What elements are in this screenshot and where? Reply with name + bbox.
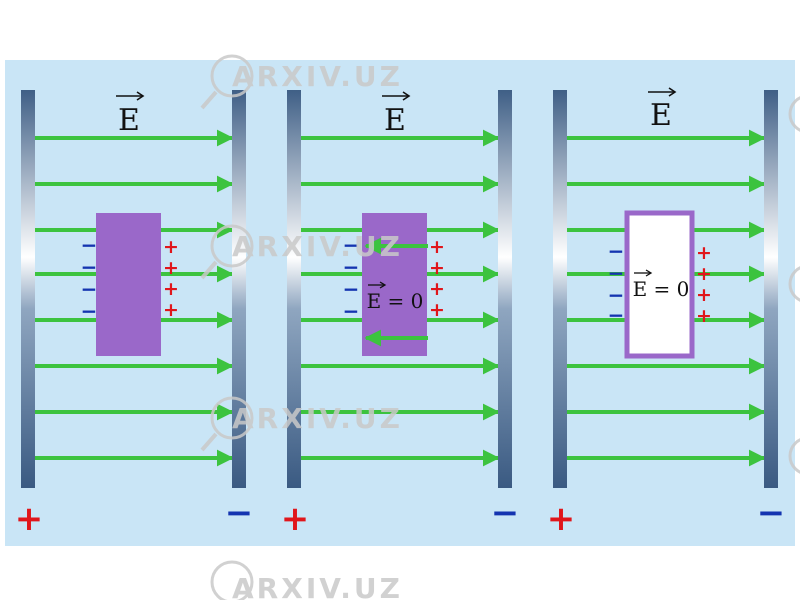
watermark-magnifier-handle <box>200 90 218 110</box>
positive-charge: + <box>163 299 179 321</box>
vector-arrow-head <box>645 269 653 277</box>
positive-charge: + <box>163 257 179 279</box>
vector-arrow-head <box>402 91 411 101</box>
field-label: E <box>382 91 411 138</box>
watermark: ARXIV.UZ <box>210 560 403 600</box>
watermark: ARXIV.UZ <box>200 396 403 452</box>
minus-sign: − <box>225 493 254 533</box>
watermark-magnifier-handle <box>200 260 218 280</box>
positive-charge: + <box>429 257 445 279</box>
negative-charge: − <box>608 283 625 307</box>
negative-charge: − <box>81 255 98 279</box>
watermark-text: ARXIV.UZ <box>232 572 403 600</box>
watermark: ARXIV.UZ <box>200 54 403 110</box>
positive-charge: + <box>163 236 179 258</box>
watermark-edge-marks <box>788 96 800 474</box>
watermark-magnifier-icon <box>210 224 254 268</box>
negative-charge: − <box>343 299 360 323</box>
negative-charge: − <box>81 277 98 301</box>
negative-charge: − <box>81 233 98 257</box>
plus-sign: + <box>547 499 576 539</box>
negative-plate <box>232 90 246 488</box>
negative-plate <box>764 90 778 488</box>
field-label: E <box>116 91 145 138</box>
panel-induced-field: E E = 0 − − − − + + + + + − <box>281 90 520 539</box>
positive-charge: + <box>429 236 445 258</box>
induced-negative-charges: − − − − <box>608 239 625 327</box>
induced-positive-charges: + + + + <box>696 242 712 327</box>
watermark-magnifier-icon <box>210 396 254 440</box>
watermark-text: ARXIV.UZ <box>232 60 403 93</box>
inner-field-label: E = 0 <box>633 269 690 301</box>
watermarks: ARXIV.UZ ARXIV.UZ ARXIV.UZ ARXIV.UZ <box>200 54 800 600</box>
inner-field-label-text: E = 0 <box>633 277 690 301</box>
watermark-magnifier-icon <box>788 96 800 132</box>
positive-plate <box>287 90 301 488</box>
positive-charge: + <box>696 242 712 264</box>
vector-arrow-head <box>379 281 387 289</box>
positive-charge: + <box>696 284 712 306</box>
induced-negative-charges: − − − − <box>343 233 360 323</box>
negative-charge: − <box>608 303 625 327</box>
watermark-magnifier-handle <box>200 432 218 452</box>
watermark-text: ARXIV.UZ <box>232 230 403 263</box>
watermark-magnifier-icon <box>210 54 254 98</box>
induced-positive-charges: + + + + <box>429 236 445 321</box>
watermark-magnifier-icon <box>210 560 254 600</box>
opposing-field-lines <box>364 237 428 347</box>
positive-charge: + <box>429 278 445 300</box>
watermark-text: ARXIV.UZ <box>232 402 403 435</box>
hollow-conductor <box>624 210 695 359</box>
field-label-text: E <box>384 103 406 138</box>
panel-external-field: E − − − − + + + + + − <box>15 90 254 539</box>
positive-charge: + <box>696 305 712 327</box>
watermark: ARXIV.UZ <box>200 224 403 280</box>
positive-charge: + <box>696 263 712 285</box>
positive-charge: + <box>429 299 445 321</box>
negative-charge: − <box>608 261 625 285</box>
watermark-magnifier-icon <box>788 438 800 474</box>
inner-field-label-text: E = 0 <box>367 289 424 313</box>
minus-sign: − <box>491 493 520 533</box>
conductor-slab <box>96 213 161 356</box>
negative-charge: − <box>608 239 625 263</box>
induced-positive-charges: + + + + <box>163 236 179 321</box>
induced-negative-charges: − − − − <box>81 233 98 323</box>
vector-arrow-head <box>668 87 677 97</box>
vector-arrow-head <box>136 91 145 101</box>
panel-hollow-conductor: E E = 0 − − − − + + + + + − <box>547 87 786 539</box>
positive-charge: + <box>163 278 179 300</box>
plus-sign: + <box>15 499 44 539</box>
negative-charge: − <box>81 299 98 323</box>
plus-sign: + <box>281 499 310 539</box>
negative-charge: − <box>343 277 360 301</box>
negative-charge: − <box>343 233 360 257</box>
inner-field-label: E = 0 <box>367 281 424 313</box>
minus-sign: − <box>757 493 786 533</box>
negative-charge: − <box>343 255 360 279</box>
field-label: E <box>648 87 677 133</box>
watermark-magnifier-icon <box>788 266 800 302</box>
field-label-text: E <box>650 98 672 133</box>
field-label-text: E <box>118 103 140 138</box>
positive-plate <box>553 90 567 488</box>
negative-plate <box>498 90 512 488</box>
positive-plate <box>21 90 35 488</box>
